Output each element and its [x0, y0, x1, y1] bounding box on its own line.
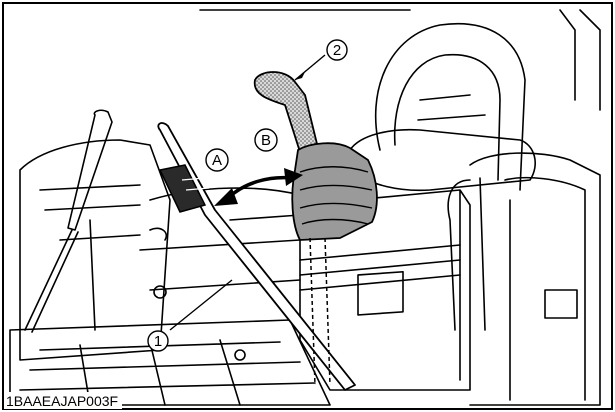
lever-1 — [157, 122, 356, 391]
dash-switch — [234, 349, 246, 361]
callout-1: 1 — [154, 333, 162, 350]
callout-2-circle — [326, 39, 348, 61]
direction-B-circle — [254, 128, 278, 152]
direction-B-label: B — [261, 132, 271, 149]
direction-A-circle — [205, 148, 229, 172]
seat-cushion — [349, 128, 536, 192]
figure-code-bg — [4, 392, 122, 409]
arrowhead-left — [214, 188, 238, 206]
operator-seat — [374, 23, 526, 191]
lever-2-stem — [309, 237, 331, 386]
lever-2-boot — [291, 142, 378, 241]
callout-2: 2 — [333, 42, 341, 59]
left-lever-rod — [24, 229, 79, 333]
lever-1-grip — [158, 164, 207, 213]
floor — [9, 319, 331, 406]
arrowhead-right — [284, 168, 303, 186]
direction-A-label: A — [212, 152, 222, 169]
lever-2 — [253, 71, 378, 386]
cabin-frame — [199, 9, 601, 111]
figure-code: 1BAAEAJAP003F — [6, 393, 118, 409]
door-handle-rails — [447, 177, 486, 331]
leader-line-1 — [169, 279, 233, 331]
dash-knob — [153, 285, 167, 299]
left-travel-lever — [67, 109, 113, 231]
door-window-panel — [544, 289, 578, 319]
callout-1-circle — [147, 330, 169, 352]
cab-door — [469, 152, 601, 406]
console-panel — [357, 271, 404, 316]
